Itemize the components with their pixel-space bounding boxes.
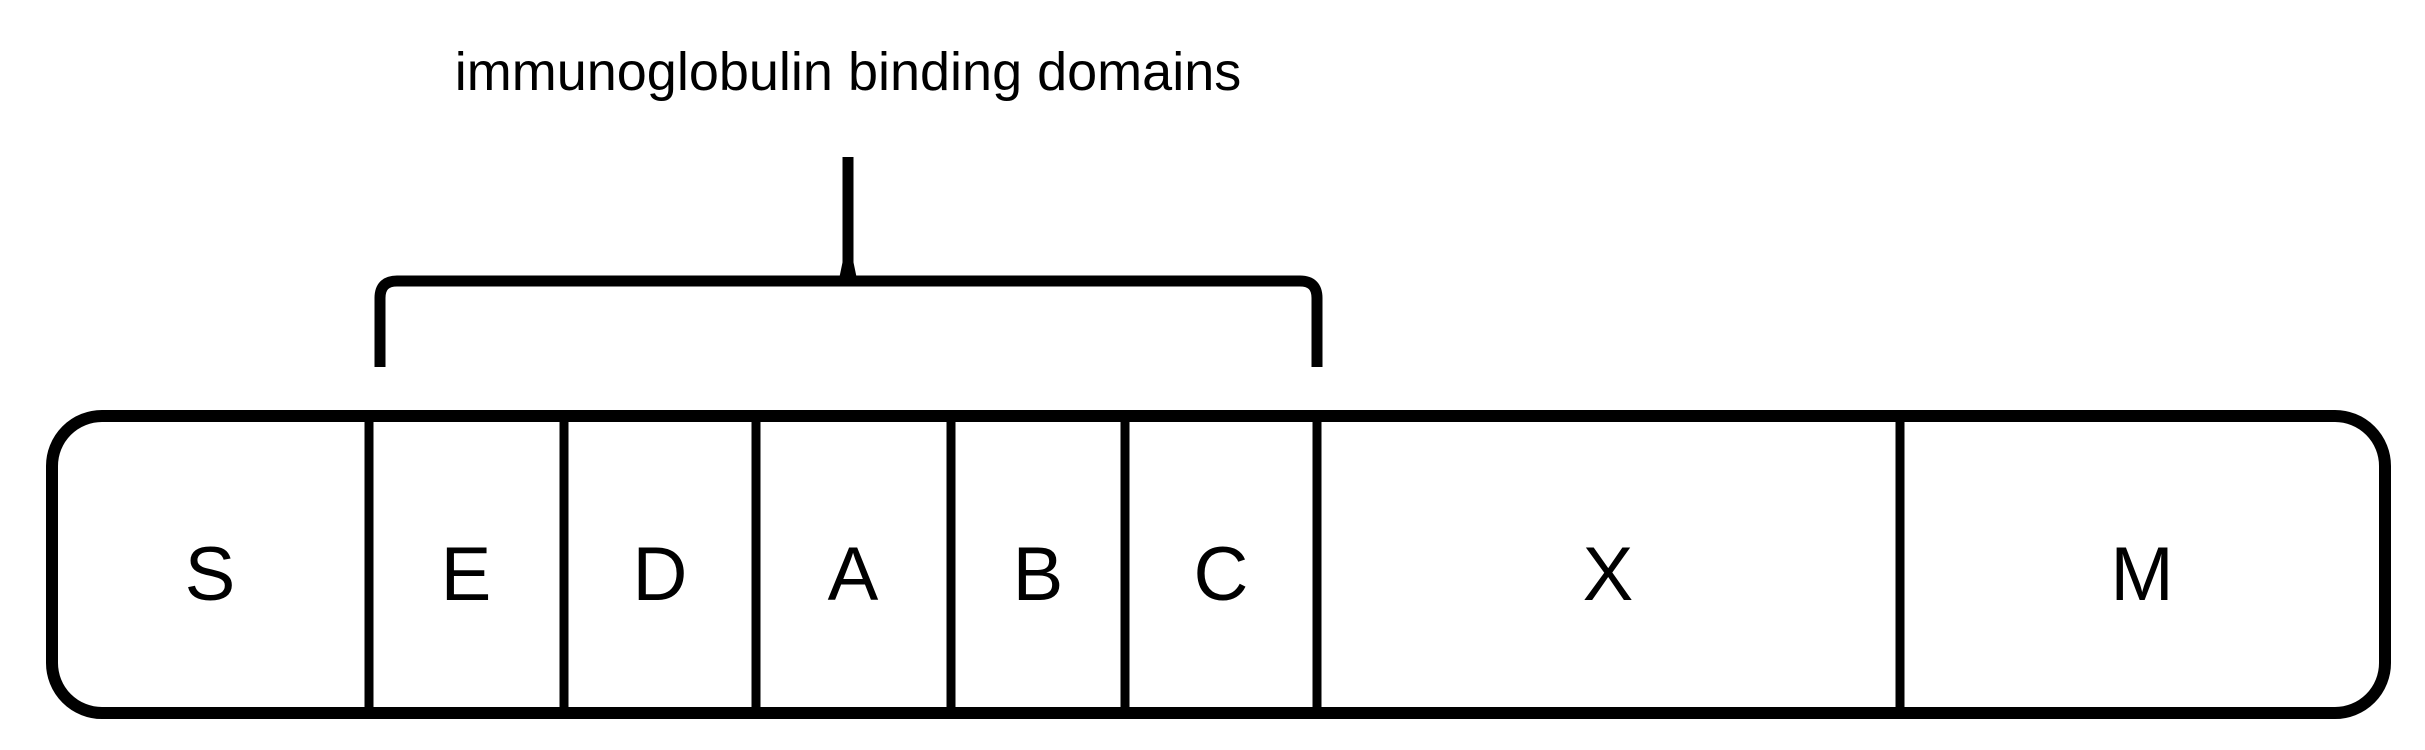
segment-label-b: B	[1013, 532, 1064, 617]
segment-labels: S E D A B C X M	[185, 532, 2174, 617]
segment-label-m: M	[2110, 532, 2173, 617]
brace-label: immunoglobulin binding domains	[455, 42, 1241, 102]
segment-label-x: X	[1583, 532, 1634, 617]
segment-label-s: S	[185, 532, 236, 617]
protein-bar	[46, 410, 2391, 719]
segment-label-e: E	[441, 532, 492, 617]
segment-label-c: C	[1194, 532, 1249, 617]
segment-dividers	[364, 422, 1905, 707]
segment-label-d: D	[633, 532, 688, 617]
brace-icon	[374, 275, 1323, 367]
brace-stem-flare-icon	[838, 236, 858, 284]
segment-label-a: A	[828, 532, 879, 617]
